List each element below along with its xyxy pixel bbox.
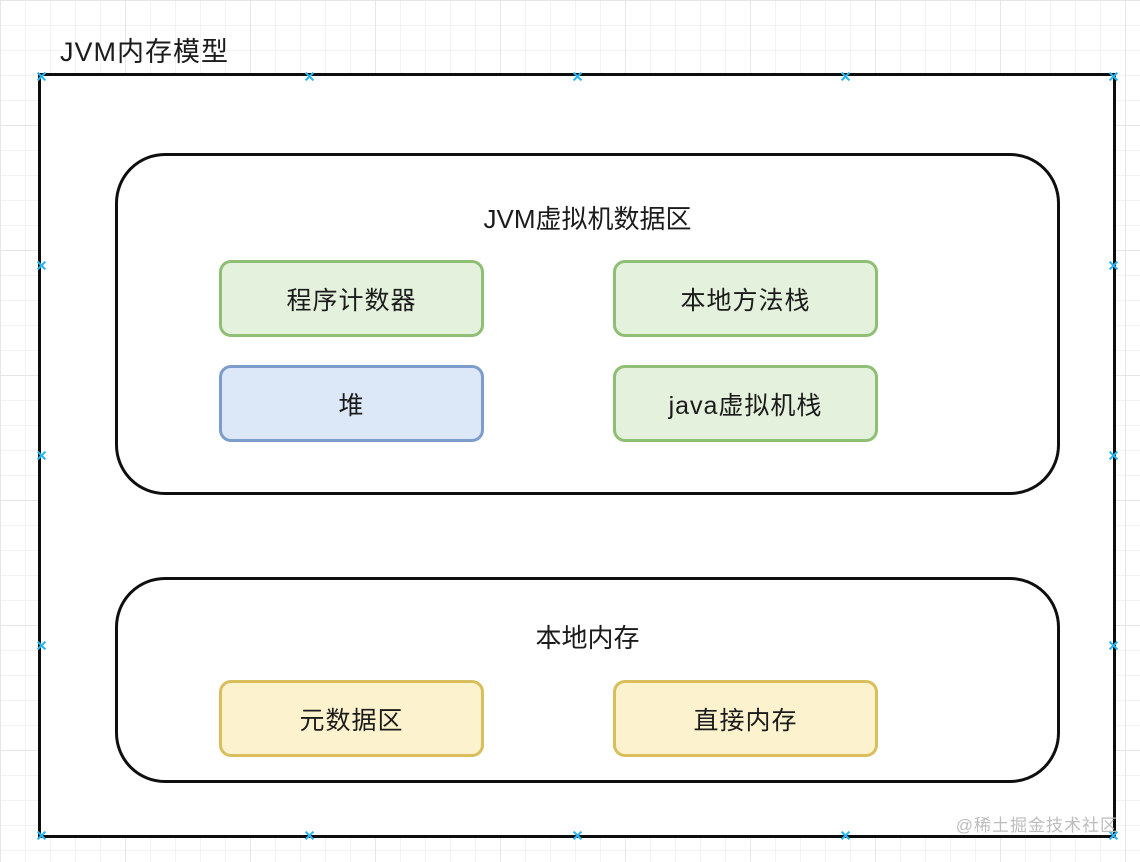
native-memory-container[interactable]: 本地内存 元数据区 直接内存 bbox=[115, 577, 1060, 783]
diagram-title[interactable]: JVM内存模型 bbox=[60, 37, 229, 67]
connection-point-icon[interactable] bbox=[572, 71, 583, 82]
connection-point-icon[interactable] bbox=[1108, 71, 1119, 82]
connection-point-icon[interactable] bbox=[36, 640, 47, 651]
jvm-data-area-title: JVM虚拟机数据区 bbox=[483, 204, 692, 234]
shape-label: java虚拟机栈 bbox=[668, 391, 823, 420]
connection-point-icon[interactable] bbox=[572, 830, 583, 841]
shape-heap[interactable]: 堆 bbox=[219, 365, 484, 442]
shape-metaspace[interactable]: 元数据区 bbox=[219, 680, 484, 757]
connection-point-icon[interactable] bbox=[1108, 640, 1119, 651]
connection-point-icon[interactable] bbox=[1108, 260, 1119, 271]
connection-point-icon[interactable] bbox=[36, 260, 47, 271]
shape-label: 元数据区 bbox=[299, 706, 404, 735]
connection-point-icon[interactable] bbox=[36, 450, 47, 461]
connection-point-icon[interactable] bbox=[304, 71, 315, 82]
shape-label: 程序计数器 bbox=[286, 286, 417, 315]
outer-boundary-rect[interactable]: JVM虚拟机数据区 程序计数器 本地方法栈 堆 java虚拟机栈 本地内存 元数… bbox=[38, 73, 1116, 838]
community-watermark: @稀土掘金技术社区 bbox=[955, 816, 1118, 835]
shape-java-vm-stack[interactable]: java虚拟机栈 bbox=[613, 365, 878, 442]
connection-point-icon[interactable] bbox=[840, 71, 851, 82]
shape-label: 本地方法栈 bbox=[680, 286, 811, 315]
shape-native-method-stack[interactable]: 本地方法栈 bbox=[613, 260, 878, 337]
shape-label: 堆 bbox=[338, 391, 365, 420]
shape-direct-memory[interactable]: 直接内存 bbox=[613, 680, 878, 757]
native-memory-title: 本地内存 bbox=[535, 623, 640, 653]
connection-point-icon[interactable] bbox=[36, 830, 47, 841]
connection-point-icon[interactable] bbox=[840, 830, 851, 841]
shape-label: 直接内存 bbox=[693, 706, 798, 735]
jvm-data-area-container[interactable]: JVM虚拟机数据区 程序计数器 本地方法栈 堆 java虚拟机栈 bbox=[115, 153, 1060, 495]
connection-point-icon[interactable] bbox=[1108, 450, 1119, 461]
connection-point-icon[interactable] bbox=[304, 830, 315, 841]
shape-program-counter[interactable]: 程序计数器 bbox=[219, 260, 484, 337]
connection-point-icon[interactable] bbox=[36, 71, 47, 82]
